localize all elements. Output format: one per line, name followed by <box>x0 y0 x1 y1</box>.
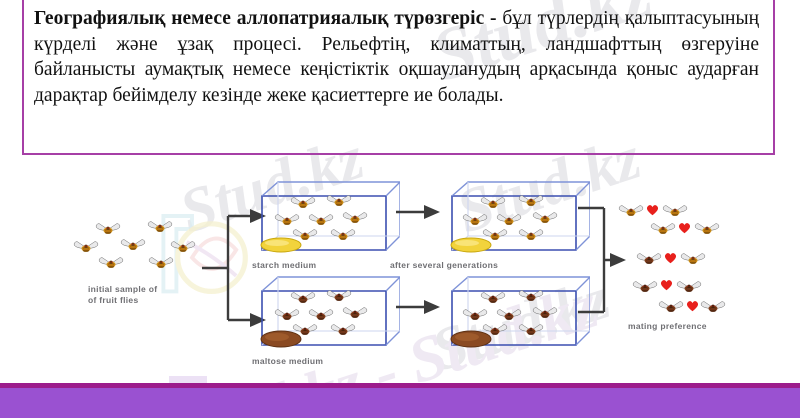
heart-icon <box>686 301 699 312</box>
paragraph-term: Географиялық немесе аллопатрияалық түрөз… <box>34 8 503 29</box>
bottom-accent-line <box>0 383 800 388</box>
generation-arrow-icon <box>396 205 440 219</box>
heart-icon <box>646 205 659 216</box>
maltose-evolved-box <box>438 275 590 353</box>
maltose-medium-icon <box>260 330 302 348</box>
maltose-medium-icon <box>450 330 492 348</box>
generation-arrow-icon <box>396 300 440 314</box>
starch-medium-icon <box>260 237 302 253</box>
fruit-fly-icon <box>632 281 658 292</box>
starch-culture-box <box>248 180 400 258</box>
fruit-fly-icon <box>694 223 720 234</box>
heart-icon <box>664 253 677 264</box>
starch-medium-icon <box>450 237 492 253</box>
bottom-purple-bar <box>0 388 800 418</box>
fruit-fly-icon <box>658 301 684 312</box>
vivarium-box-icon <box>261 181 400 251</box>
maltose-culture-box <box>248 275 400 353</box>
paragraph: Географиялық немесе аллопатрияалық түрөз… <box>34 6 759 108</box>
paragraph-body: бұл түрлердің қалыптасуының күрделі және… <box>34 8 760 106</box>
maltose-medium-label: maltose medium <box>252 356 324 366</box>
starch-evolved-box <box>438 180 590 258</box>
fruit-fly-icon <box>636 253 662 264</box>
fruit-fly-icon <box>700 301 726 312</box>
fruit-fly-icon <box>618 205 644 216</box>
fruit-fly-icon <box>680 253 706 264</box>
heart-icon <box>678 223 691 234</box>
merge-arrow-icon <box>578 206 626 314</box>
fruit-fly-icon <box>676 281 702 292</box>
starch-medium-label: starch medium <box>252 260 317 270</box>
mating-preference-label: mating preference <box>628 321 707 331</box>
initial-sample-label: initial sample of of fruit flies <box>88 284 158 305</box>
text-card: Географиялық немесе аллопатрияалық түрөз… <box>22 0 775 155</box>
split-arrow-icon <box>202 209 266 327</box>
fruit-fly-icon <box>662 205 688 216</box>
after-generations-label: after several generations <box>390 260 499 270</box>
fruit-fly-icon <box>650 223 676 234</box>
heart-icon <box>660 280 673 291</box>
speciation-diagram: initial sample of of fruit flies <box>0 160 800 370</box>
mating-preference-group <box>0 160 800 370</box>
